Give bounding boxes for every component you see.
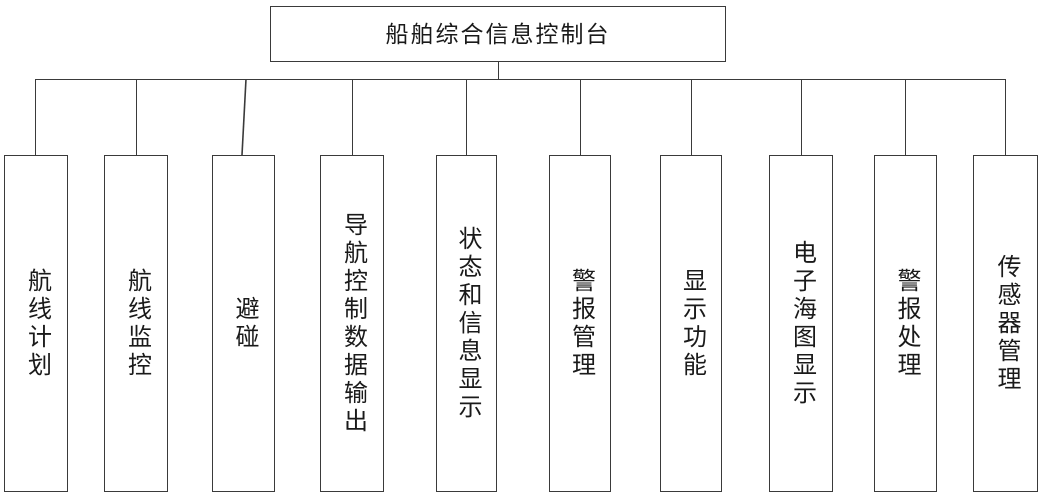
- connector-horizontal-bus: [35, 79, 1005, 81]
- leaf-node-nav-ctrl-output[interactable]: 导航控制数据输出: [320, 155, 384, 492]
- leaf-node-label: 警报处理: [892, 267, 919, 380]
- connector-leaf-10: [1004, 79, 1006, 155]
- leaf-node-label: 航线计划: [23, 267, 50, 380]
- connector-leaf-7: [690, 79, 692, 155]
- leaf-node-alarm-manage[interactable]: 警报管理: [549, 155, 611, 492]
- leaf-node-label: 导航控制数据输出: [339, 211, 366, 436]
- connector-leaf-4: [351, 79, 353, 155]
- leaf-node-alarm-process[interactable]: 警报处理: [874, 155, 937, 492]
- leaf-node-label: 状态和信息显示: [453, 225, 480, 422]
- leaf-node-display-function[interactable]: 显示功能: [660, 155, 722, 492]
- connector-leaf-5: [466, 79, 468, 155]
- leaf-node-collision-avoid[interactable]: 避碰: [212, 155, 275, 492]
- leaf-node-label: 显示功能: [678, 267, 705, 380]
- leaf-node-label: 传感器管理: [992, 253, 1019, 394]
- connector-leaf-2: [135, 79, 137, 155]
- leaf-node-ecdis-display[interactable]: 电子海图显示: [769, 155, 833, 492]
- connector-leaf-1: [35, 79, 37, 155]
- root-node-label: 船舶综合信息控制台: [385, 21, 611, 47]
- leaf-node-label: 警报管理: [567, 267, 594, 380]
- connector-leaf-8: [800, 79, 802, 155]
- leaf-node-status-info-display[interactable]: 状态和信息显示: [436, 155, 497, 492]
- leaf-node-label: 避碰: [230, 295, 257, 352]
- connector-leaf-9: [905, 79, 907, 155]
- leaf-node-route-plan[interactable]: 航线计划: [4, 155, 68, 492]
- connector-root-drop: [497, 62, 499, 80]
- connector-leaf-6: [579, 79, 581, 155]
- leaf-node-route-monitor[interactable]: 航线监控: [104, 155, 168, 492]
- leaf-node-sensor-manage[interactable]: 传感器管理: [973, 155, 1038, 492]
- leaf-node-label: 航线监控: [123, 267, 150, 380]
- leaf-node-label: 电子海图显示: [788, 239, 815, 408]
- root-node-ship-integrated-console[interactable]: 船舶综合信息控制台: [270, 6, 726, 62]
